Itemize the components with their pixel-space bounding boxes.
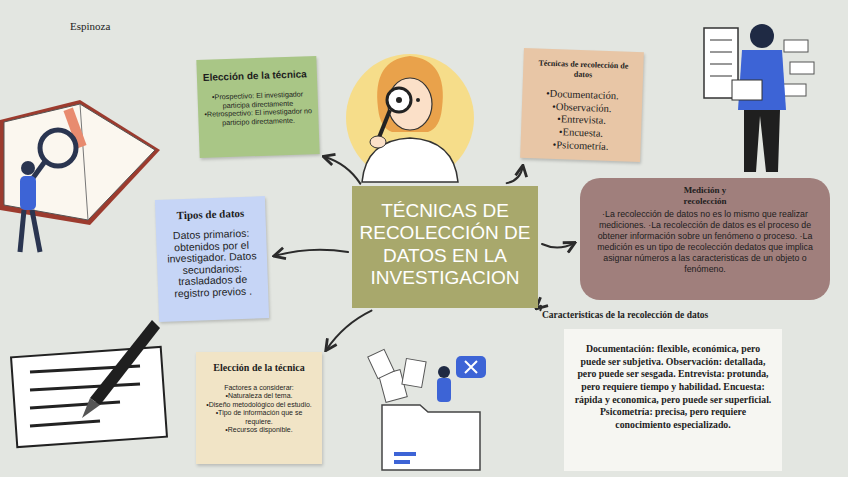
node-heading: Medición y recolección	[670, 185, 740, 207]
arrow-connector	[275, 250, 348, 256]
book-illustration	[0, 100, 160, 252]
node-body: •Diseño metodológico del estudio.	[204, 401, 314, 409]
author-label: Espinoza	[70, 20, 110, 32]
node-body: •Recursos disponible.	[204, 426, 314, 434]
node-body: •Psicometría.	[526, 138, 634, 154]
arrow-connector	[327, 311, 372, 350]
sticky-note: Elección de la técnica•Prospectivo: El i…	[196, 56, 319, 158]
node-body: Documentación: flexible, económica, pero…	[574, 343, 772, 431]
sticky-note: Elección de la técnicaFactores a conside…	[196, 352, 322, 464]
node-body: ·La recolección de datos no es lo mismo …	[589, 209, 821, 275]
node-body: Datos primarios: obtenidos por el invest…	[162, 227, 262, 300]
rounded-box: Medición y recolección·La recolección de…	[580, 178, 830, 300]
clipboard-man	[704, 24, 814, 172]
central-topic: TÉCNICAS DE RECOLECCIÓN DE DATOS EN LA I…	[352, 186, 538, 308]
person-magnifier	[346, 54, 474, 182]
node-heading: TÉCNICAS DE RECOLECCIÓN DE DATOS EN LA I…	[358, 200, 532, 290]
pen-illustration	[11, 320, 167, 447]
node-heading: Elección de la técnica	[204, 362, 314, 374]
folder-illustration	[368, 349, 486, 470]
node-heading: Caracteristicas de la recolección de dat…	[542, 310, 782, 321]
sticky-note: Técnicas de recolección de datos•Documen…	[520, 48, 644, 162]
arrow-connector	[542, 243, 574, 248]
node-body: •Tipo de información que se requiere.	[204, 409, 314, 426]
white-panel: Documentación: flexible, económica, pero…	[564, 329, 782, 471]
node-heading: Técnicas de recolección de datos	[529, 58, 638, 81]
node-body: •Naturaleza del tema.	[204, 392, 314, 400]
arrow-connector	[324, 157, 360, 184]
node-body: •Retrospectivo: El investigador no parti…	[204, 107, 313, 128]
node-body: Factores a considerar:	[204, 384, 314, 392]
node-heading: Elección de la técnica	[203, 68, 311, 84]
arrow-connector	[507, 167, 523, 184]
heading-and-box: Caracteristicas de la recolección de dat…	[542, 310, 782, 471]
sticky-note: Tipos de datosDatos primarios: obtenidos…	[155, 196, 269, 322]
node-heading: Tipos de datos	[161, 206, 259, 223]
